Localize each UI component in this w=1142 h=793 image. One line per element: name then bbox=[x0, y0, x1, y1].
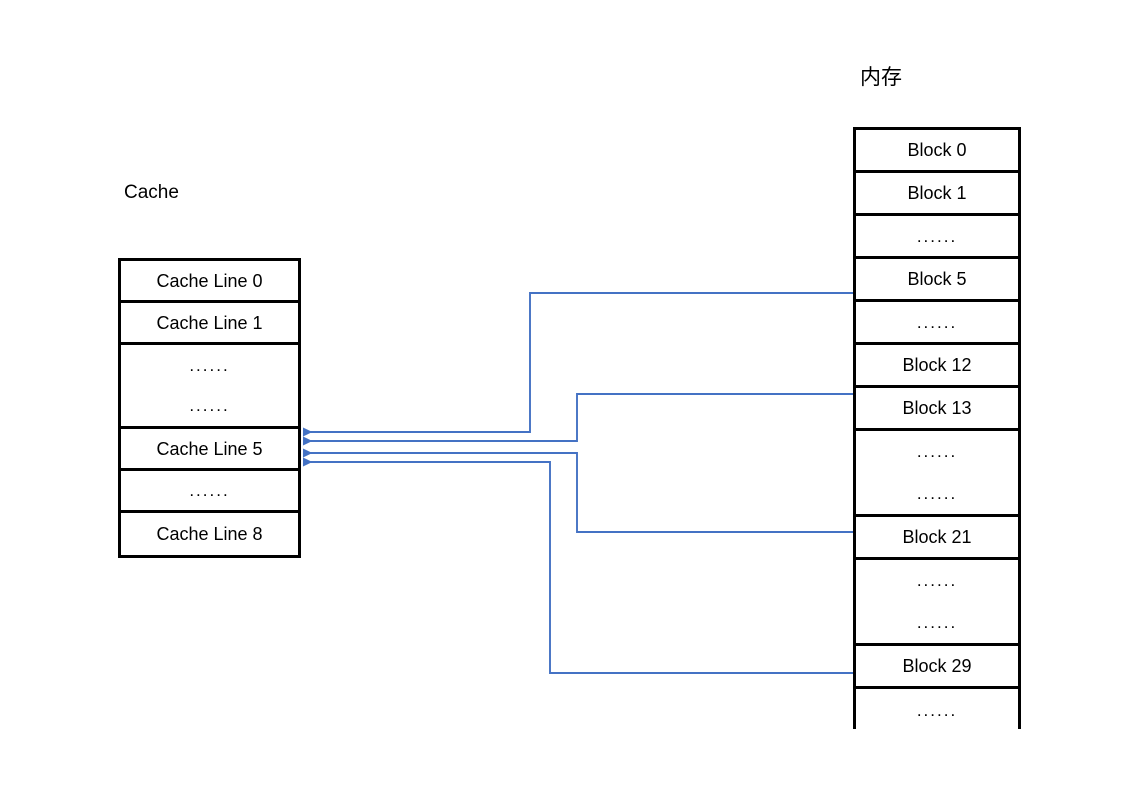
cache-line-row: Cache Line 1 bbox=[121, 303, 298, 345]
connector-4 bbox=[302, 457, 853, 674]
memory-block-stack: Block 0 Block 1...... Block 5...... Block 1… bbox=[853, 127, 1021, 732]
memory-block-label: Block 13 bbox=[902, 398, 972, 418]
memory-title: 内存 bbox=[860, 66, 902, 89]
cache-block-stack: Cache Line 0 Cache Line 1............ Cach… bbox=[118, 258, 301, 558]
memory-block-ellipsis: ...... bbox=[916, 312, 958, 332]
cache-line-row: ............ bbox=[121, 345, 298, 429]
cache-line-label: Cache Line 0 bbox=[156, 270, 263, 291]
memory-block-row: Block 5 bbox=[856, 259, 1018, 302]
cache-line-label: Cache Line 8 bbox=[156, 524, 263, 544]
memory-block-row: Block 12 bbox=[856, 345, 1018, 388]
memory-block-row: ............ bbox=[856, 560, 1018, 646]
memory-block-ellipsis: ...... bbox=[916, 483, 958, 503]
memory-block-ellipsis: ...... bbox=[916, 701, 958, 720]
memory-block-row: ...... bbox=[856, 689, 1018, 732]
connector-3 bbox=[302, 448, 853, 533]
cache-line-label: Cache Line 1 bbox=[156, 312, 263, 333]
memory-block-row: Block 1 bbox=[856, 173, 1018, 216]
cache-line-label: Cache Line 5 bbox=[156, 438, 263, 459]
cache-line-ellipsis: ...... bbox=[189, 396, 230, 416]
memory-block-label: Block 0 bbox=[907, 140, 967, 160]
connector-1 bbox=[302, 292, 853, 437]
memory-block-ellipsis: ...... bbox=[916, 612, 958, 632]
memory-block-row: ...... bbox=[856, 216, 1018, 259]
memory-block-label: Block 12 bbox=[902, 355, 972, 375]
memory-block-label: Block 21 bbox=[902, 527, 972, 547]
cache-line-row: ...... bbox=[121, 471, 298, 513]
cache-line-ellipsis: ...... bbox=[189, 481, 230, 500]
memory-block-ellipsis: ...... bbox=[916, 442, 958, 462]
cache-line-ellipsis: ...... bbox=[189, 355, 230, 375]
memory-block-row: Block 29 bbox=[856, 646, 1018, 689]
memory-block-row: Block 21 bbox=[856, 517, 1018, 560]
memory-block-row: ...... bbox=[856, 302, 1018, 345]
memory-block-row: Block 13 bbox=[856, 388, 1018, 431]
memory-block-label: Block 1 bbox=[907, 183, 967, 203]
cache-line-row: Cache Line 0 bbox=[121, 261, 298, 303]
memory-block-label: Block 29 bbox=[902, 656, 972, 676]
memory-block-ellipsis: ...... bbox=[916, 571, 958, 591]
memory-block-label: Block 5 bbox=[907, 269, 967, 289]
cache-title: Cache bbox=[124, 182, 179, 203]
memory-block-ellipsis: ...... bbox=[916, 226, 958, 246]
cache-line-row: Cache Line 5 bbox=[121, 429, 298, 471]
memory-block-row: ............ bbox=[856, 431, 1018, 517]
cache-line-row: Cache Line 8 bbox=[121, 513, 298, 555]
memory-block-row: Block 0 bbox=[856, 130, 1018, 173]
connector-2 bbox=[302, 393, 853, 446]
